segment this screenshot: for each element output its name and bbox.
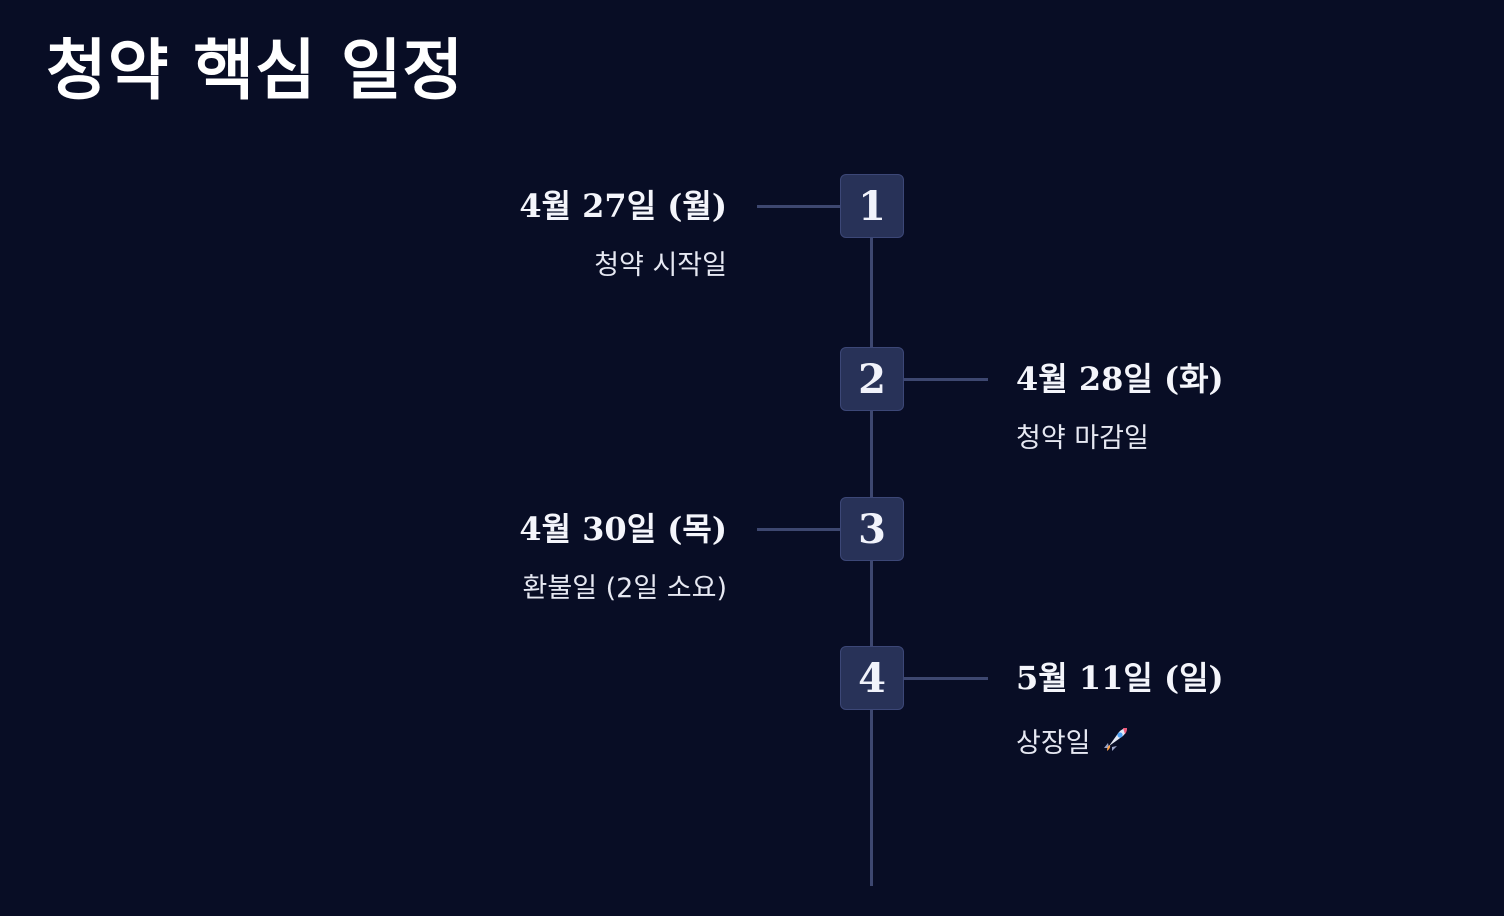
event-description-1: 청약 시작일 [594, 250, 727, 281]
event-description-4: 상장일 [1016, 728, 1091, 759]
event-date-2: 4월 28일 (화) [1016, 360, 1224, 398]
event-date-1: 4월 27일 (월) [519, 187, 727, 225]
connector-4 [903, 677, 988, 680]
connector-3 [757, 528, 841, 531]
event-description-3: 환불일 (2일 소요) [522, 573, 727, 604]
event-description-2: 청약 마감일 [1016, 423, 1149, 454]
page-title: 청약 핵심 일정 [46, 32, 465, 109]
event-date-4: 5월 11일 (일) [1016, 659, 1224, 697]
connector-1 [757, 205, 841, 208]
connector-2 [903, 378, 988, 381]
step-marker-4: 4 [840, 646, 904, 710]
event-date-3: 4월 30일 (목) [519, 510, 727, 548]
rocket-icon [1099, 724, 1131, 766]
step-marker-1: 1 [840, 174, 904, 238]
step-marker-3: 3 [840, 497, 904, 561]
event-description-4-row: 상장일 [1016, 724, 1131, 766]
step-marker-2: 2 [840, 347, 904, 411]
